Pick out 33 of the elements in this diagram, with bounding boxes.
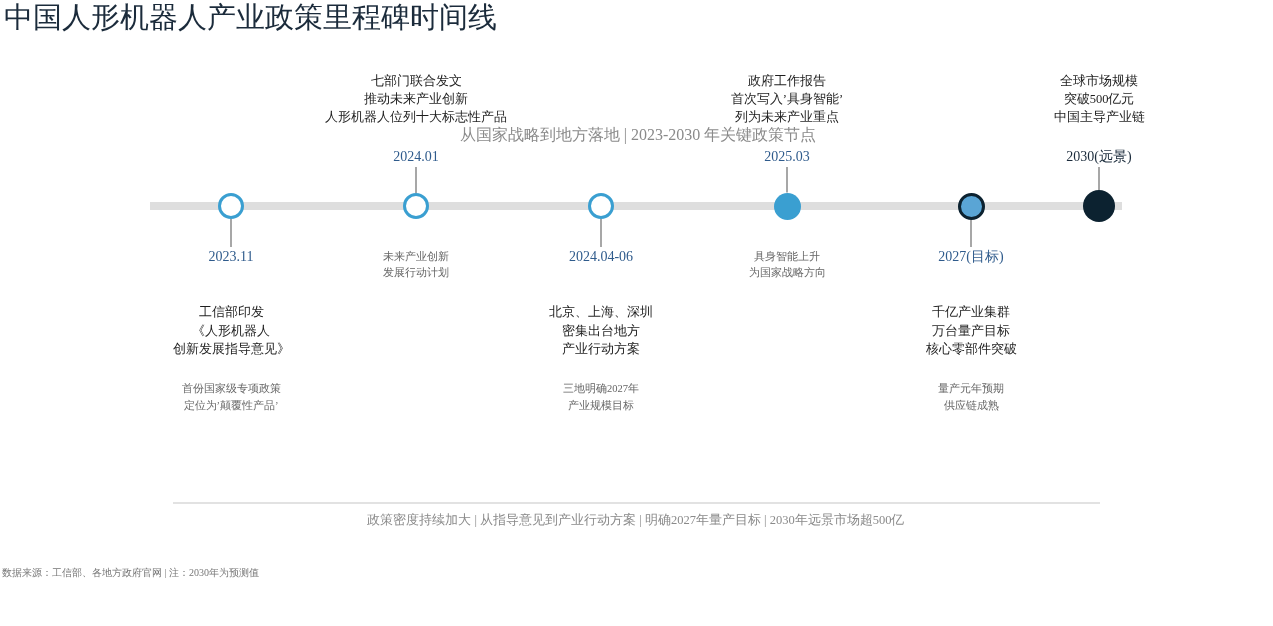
leader-line (970, 218, 972, 248)
title: 中国人形机器人产业政策里程碑时间线 (4, 1, 497, 35)
leader-line (415, 166, 417, 194)
leader-line (600, 218, 602, 248)
source-note: 数据来源：工信部、各地方政府官网 | 注：2030年为预测值 (2, 566, 259, 580)
date-label: 2024.04-06 (568, 247, 634, 267)
milestone-circle (588, 193, 614, 219)
milestone-circle (218, 193, 244, 219)
milestone-circle (773, 192, 801, 220)
milestone-circle (957, 192, 985, 220)
milestone-heading: 全球市场规模突破500亿元中国主导产业链 (1053, 73, 1145, 126)
date-label: 2024.01 (393, 147, 439, 167)
milestone-heading: 政府工作报告首次写入’具身智能’列为未来产业重点 (730, 73, 844, 126)
milestone-heading: 七部门联合发文推动未来产业创新人形机器人位列十大标志性产品 (325, 73, 507, 126)
milestone-heading: 千亿产业集群万台量产目标核心零部件突破 (925, 304, 1017, 358)
subtitle: 从国家战略到地方落地 | 2023-2030 年关键政策节点 (459, 124, 817, 146)
leader-line (786, 166, 788, 194)
date-label: 2023.11 (208, 247, 254, 267)
milestone-note: 三地明确2027年产业规模目标 (563, 381, 639, 413)
date-label: 2027(目标) (938, 247, 1004, 267)
leader-line (230, 218, 232, 248)
summary-text: 政策密度持续加大 | 从指导意见到产业行动方案 | 明确2027年量产目标 | 2030年远景市场超500亿 (367, 512, 905, 530)
date-label: 2030(远景) (1066, 147, 1132, 167)
milestone-circle (403, 193, 429, 219)
leader-line (1098, 166, 1100, 191)
milestone-note: 未来产业创新发展行动计划 (383, 250, 449, 280)
milestone-note: 量产元年预期供应链成熟 (938, 381, 1004, 413)
milestone-heading: 北京、上海、深圳密集出台地方产业行动方案 (549, 304, 653, 358)
milestone-circle (1083, 190, 1115, 222)
milestone-heading: 工信部印发《人形机器人创新发展指导意见》 (172, 304, 290, 358)
date-label: 2025.03 (764, 147, 810, 167)
milestone-note: 首份国家级专项政策定位为’颠覆性产品’ (181, 381, 281, 413)
milestone-note: 具身智能上升为国家战略方向 (748, 250, 826, 280)
